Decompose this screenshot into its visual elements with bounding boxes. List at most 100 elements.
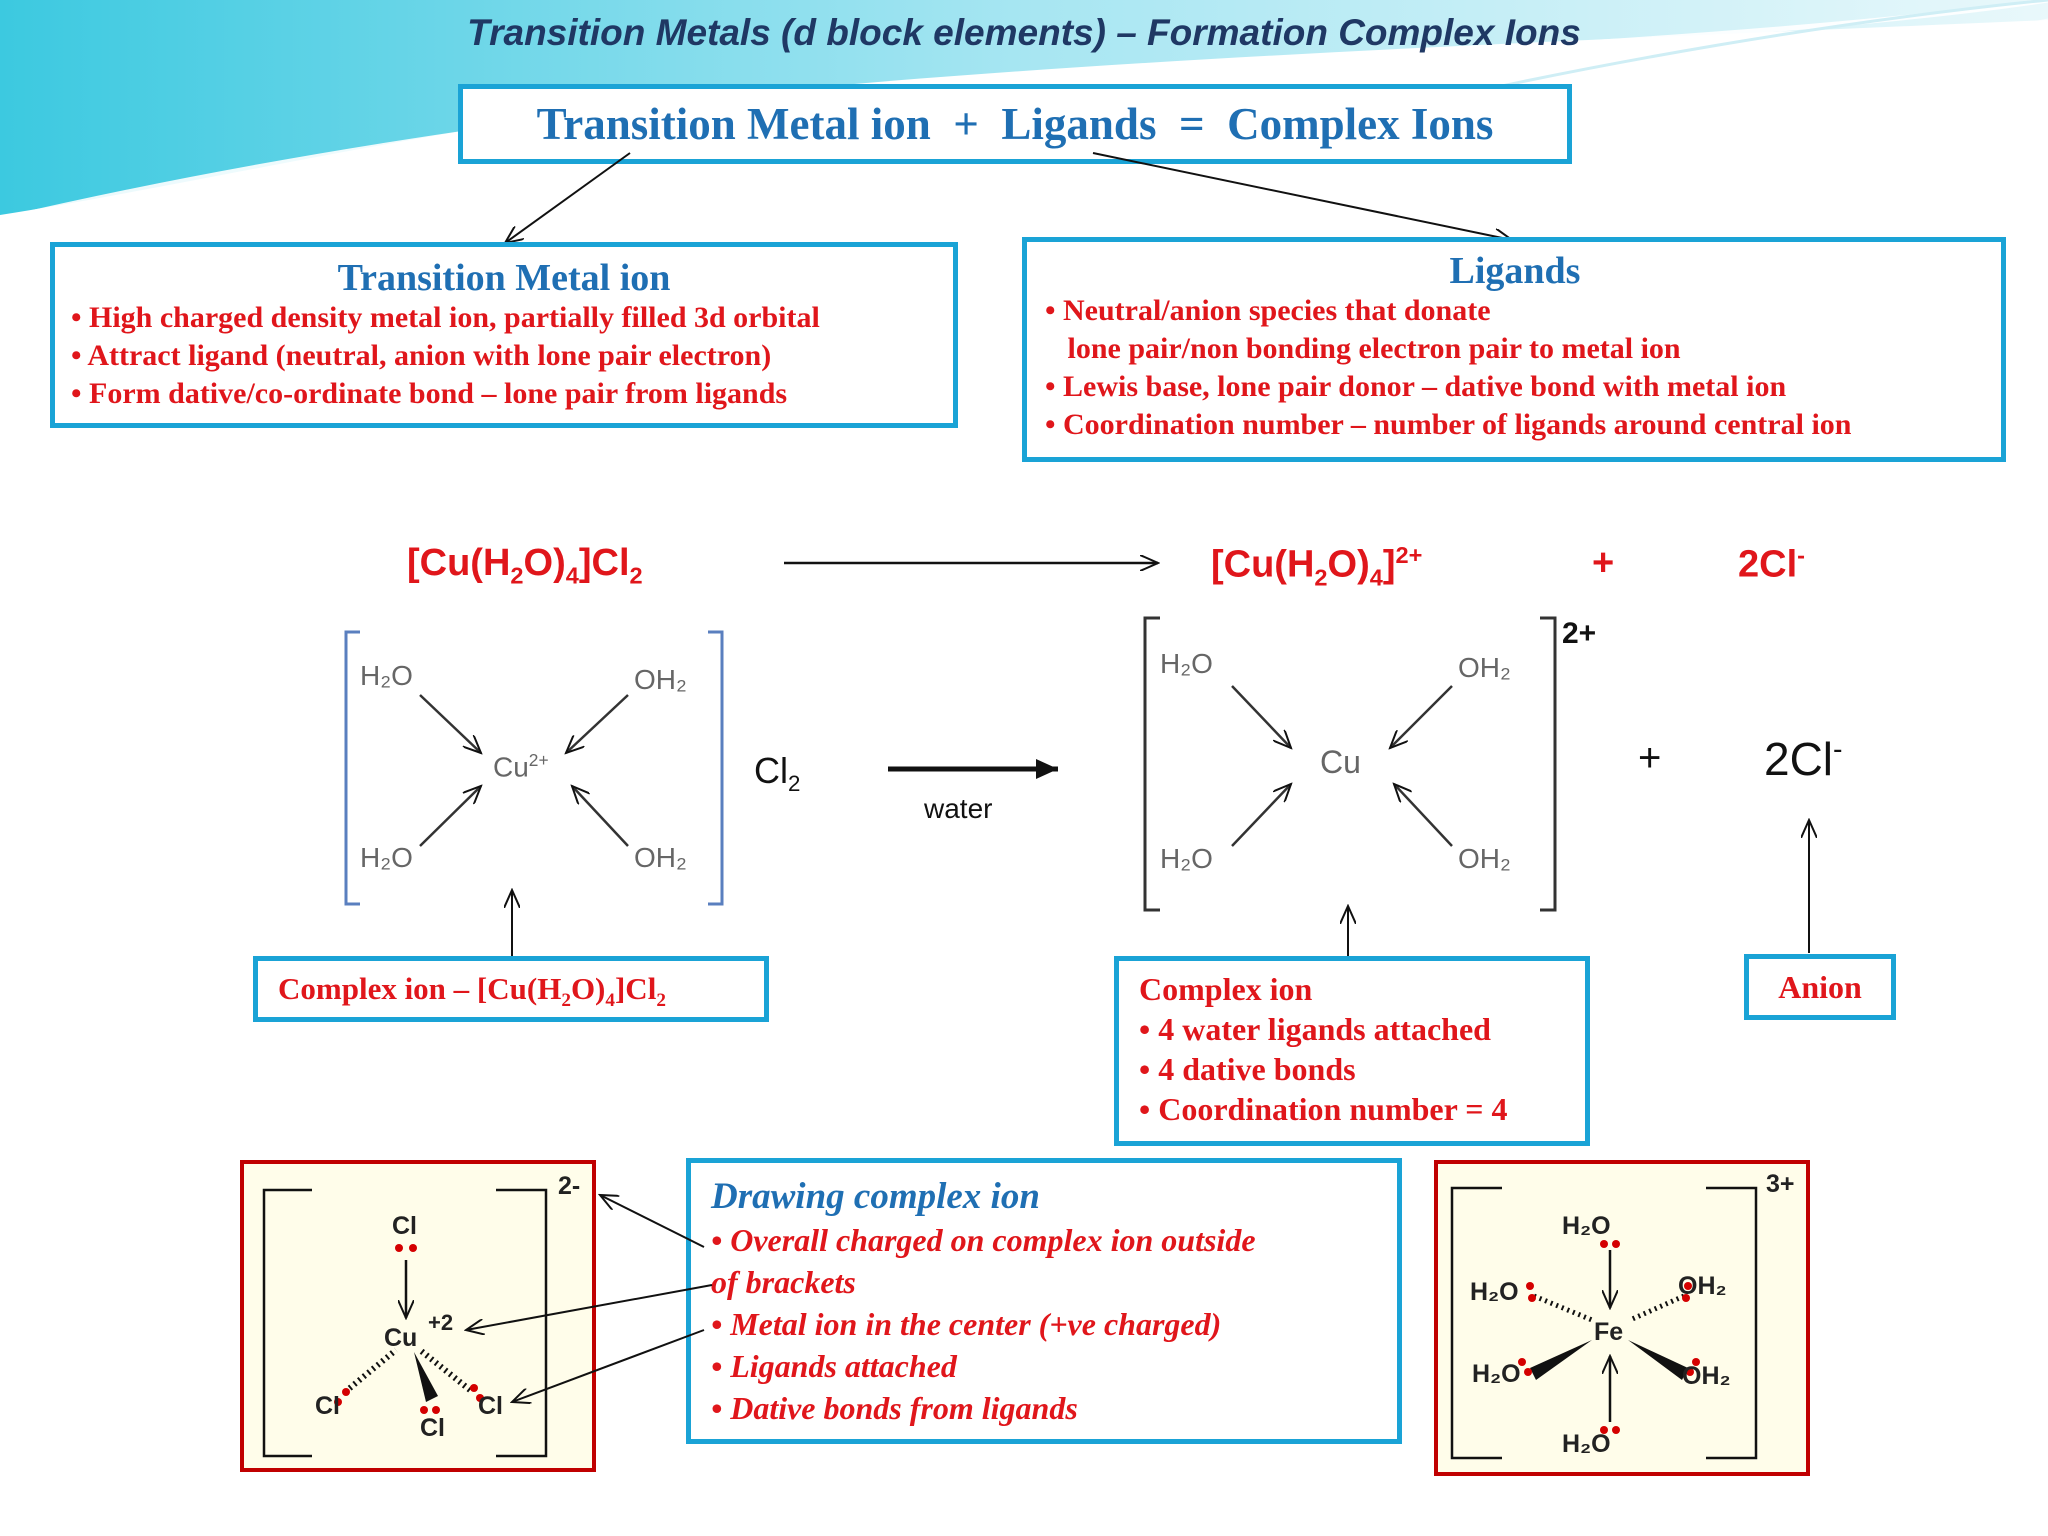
fe-close-bracket [1706, 1186, 1758, 1460]
ligand-h2o-top-left: H₂O [1160, 648, 1213, 679]
formula-part: 2Cl [1738, 543, 1798, 586]
fe-ligand-upper-right: OH₂ [1678, 1272, 1727, 1300]
fe-center: Fe [1594, 1318, 1624, 1346]
ligand-h2o-bottom-left: H₂O [360, 842, 413, 873]
complex-ion-bullet: • Coordination number = 4 [1139, 1091, 1508, 1127]
arrow-to-ligand-box [1092, 152, 1512, 240]
anion-label: Anion [1744, 954, 1896, 1020]
cucl4-cl-left: Cl [315, 1392, 340, 1420]
fe-open-bracket [1450, 1186, 1502, 1460]
fe-bond-hashed-left [1533, 1293, 1593, 1323]
metal-ion-bullet: • Form dative/co-ordinate bond – lone pa… [71, 377, 788, 410]
metal-ion-bullet: • High charged density metal ion, partia… [71, 301, 820, 334]
label-sub: 2 [656, 990, 666, 1012]
ligands-bullet: • Lewis base, lone pair donor – dative b… [1045, 370, 1787, 403]
complex-ion-right-label: Complex ion • 4 water ligands attached •… [1114, 956, 1590, 1146]
formula-sub: 4 [1369, 564, 1383, 591]
right-chloride: 2Cl- [1764, 732, 1843, 786]
ligands-heading: Ligands [1449, 250, 1581, 292]
fe-ligand-lower-right: OH₂ [1682, 1362, 1731, 1390]
pointer-to-metal [466, 1284, 713, 1330]
label-part: Complex ion – [Cu(H [278, 971, 562, 1006]
cucl4-diagram-box [240, 1160, 596, 1472]
cucl4-bond-hashed-left [343, 1347, 398, 1395]
formula-sub: 2 [510, 562, 524, 589]
cucl4-cl-top: Cl [392, 1212, 417, 1240]
ligands-bullet: lone pair/non bonding electron pair to m… [1045, 332, 1681, 365]
bond-arrow [1231, 784, 1291, 847]
complex-ion-heading: Complex ion [1139, 971, 1313, 1007]
formula-sub: 2 [1314, 564, 1328, 591]
bond-arrow [419, 694, 481, 753]
drawing-complex-box: Drawing complex ion • Overall charged on… [686, 1158, 1402, 1444]
center-cu: Cu [1320, 744, 1361, 780]
ligands-box: Ligands • Neutral/anion species that don… [1022, 237, 2006, 462]
arrow-to-metal-box [505, 152, 631, 243]
right-close-bracket [1540, 616, 1557, 912]
label-sub: 2 [561, 990, 571, 1012]
right-plus: + [1638, 736, 1662, 780]
counter-ion-cl2: Cl2 [754, 750, 800, 797]
fe-bond-hashed-right [1628, 1293, 1686, 1323]
fe-bond-wedge-left [1530, 1340, 1592, 1380]
ligand-oh2-bottom-right: OH₂ [634, 842, 687, 873]
product-formula: [Cu(H2O)4]2+ [1211, 542, 1422, 591]
bond-arrow [1231, 685, 1291, 748]
drawing-bullet: • Dative bonds from ligands [711, 1390, 1078, 1426]
complex-ion-bullet: • 4 dative bonds [1139, 1051, 1356, 1087]
water-label: water [924, 793, 993, 824]
cucl4-charge: 2- [558, 1172, 581, 1200]
formula-sup: - [1797, 542, 1805, 568]
complex-ion-bullet: • 4 water ligands attached [1139, 1011, 1491, 1047]
cl-symbol: Cl [754, 750, 788, 791]
bond-arrow [1390, 685, 1453, 748]
bond-arrow [572, 786, 629, 847]
label-part: O) [570, 971, 606, 1006]
pointer-to-ligand [512, 1329, 705, 1402]
drawing-bullet: • Ligands attached [711, 1348, 957, 1384]
cl-subscript: 2 [788, 771, 801, 797]
ligand-h2o-bottom-left: H₂O [1160, 843, 1213, 874]
fe-complex-diagram-box [1434, 1160, 1810, 1476]
left-close-bracket [708, 630, 724, 906]
cucl4-cu: Cu [384, 1324, 418, 1352]
formula-part: O) [523, 542, 566, 584]
cucl4-cl-right: Cl [478, 1392, 503, 1420]
bond-arrow [566, 694, 629, 753]
cucl4-cl-bottom: Cl [420, 1414, 445, 1442]
equation-ligands: Ligands [1001, 99, 1157, 149]
formula-part: ]Cl [578, 542, 630, 584]
label-part: ]Cl [614, 971, 657, 1006]
cucl4-close-bracket [496, 1188, 548, 1458]
equation-result: Complex Ions [1227, 99, 1494, 149]
reaction-plus: + [1592, 542, 1615, 584]
formula-part: [Cu(H [1211, 543, 1315, 586]
metal-ion-bullet: • Attract ligand (neutral, anion with lo… [71, 339, 772, 372]
bond-arrow [419, 786, 481, 847]
equation-plus: + [953, 99, 979, 149]
drawing-bullet: of brackets [711, 1264, 856, 1300]
equation-box: Transition Metal ion + Ligands = Complex… [458, 84, 1572, 164]
cucl4-open-bracket [262, 1188, 312, 1458]
formula-sub: 4 [565, 562, 579, 589]
formula-part: [Cu(H [407, 542, 511, 584]
chloride-formula: 2Cl- [1738, 542, 1805, 587]
complex-charge: 2+ [1562, 617, 1597, 650]
formula-part: O) [1327, 543, 1370, 586]
fe-ligand-top: H₂O [1562, 1212, 1611, 1240]
reactant-formula: [Cu(H2O)4]Cl2 [407, 542, 643, 590]
slide-title: Transition Metals (d block elements) – F… [467, 12, 1581, 53]
metal-ion-heading: Transition Metal ion [337, 257, 671, 299]
fe-ligand-bottom: H₂O [1562, 1430, 1611, 1458]
bond-arrow [1394, 784, 1453, 847]
drawing-bullet: • Overall charged on complex ion outside [711, 1222, 1256, 1258]
fe-ligand-upper-left: H₂O [1470, 1278, 1519, 1306]
complex-ion-left-label: Complex ion – [Cu(H2O)4]Cl2 [253, 956, 769, 1022]
center-cu2plus: Cu2+ [493, 750, 549, 783]
drawing-bullet: • Metal ion in the center (+ve charged) [711, 1306, 1222, 1342]
center-symbol: Cu [493, 751, 529, 783]
left-open-bracket [344, 630, 360, 906]
